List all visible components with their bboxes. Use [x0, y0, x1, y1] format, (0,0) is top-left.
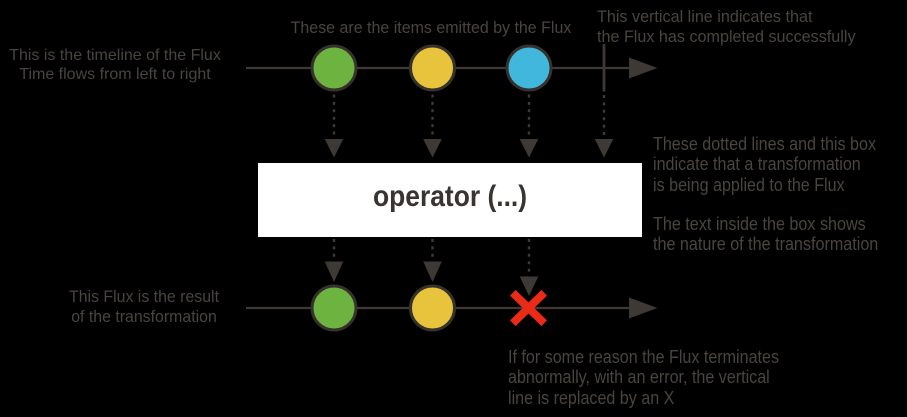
error-x-stroke: [510, 289, 547, 327]
transform-arrows-top: [324, 94, 614, 158]
result-timeline-arrow-icon: [629, 297, 658, 319]
result-item-yellow: [409, 284, 456, 332]
note-result-flux: This Flux is the result of the transform…: [69, 288, 219, 327]
operator-box: operator (...): [258, 163, 642, 237]
error-x-icon: [510, 289, 547, 327]
arrowhead-icon: [519, 276, 539, 296]
note-source-timeline: This is the timeline of the Flux Time fl…: [9, 47, 221, 83]
operator-label: operator (...): [372, 179, 528, 213]
source-item-blue: [505, 44, 553, 92]
note-box-text: The text inside the box shows the nature…: [653, 213, 879, 254]
source-item-green: [310, 44, 358, 92]
arrowhead-icon: [324, 261, 344, 282]
source-timeline-arrow-icon: [629, 57, 658, 79]
note-transformation: These dotted lines and this box indicate…: [653, 134, 877, 195]
transform-arrows-bottom: [324, 239, 539, 296]
note-emitted-items: These are the items emitted by the Flux: [290, 17, 571, 37]
arrowhead-icon: [423, 139, 442, 158]
arrowhead-icon: [423, 261, 442, 282]
arrowhead-icon: [594, 139, 614, 158]
arrowhead-icon: [324, 139, 344, 158]
source-item-yellow: [409, 44, 456, 92]
arrowhead-icon: [519, 139, 539, 158]
note-complete-line: This vertical line indicates that the Fl…: [597, 6, 856, 47]
note-error-x: If for some reason the Flux terminates a…: [508, 346, 780, 408]
result-item-green: [310, 284, 358, 332]
